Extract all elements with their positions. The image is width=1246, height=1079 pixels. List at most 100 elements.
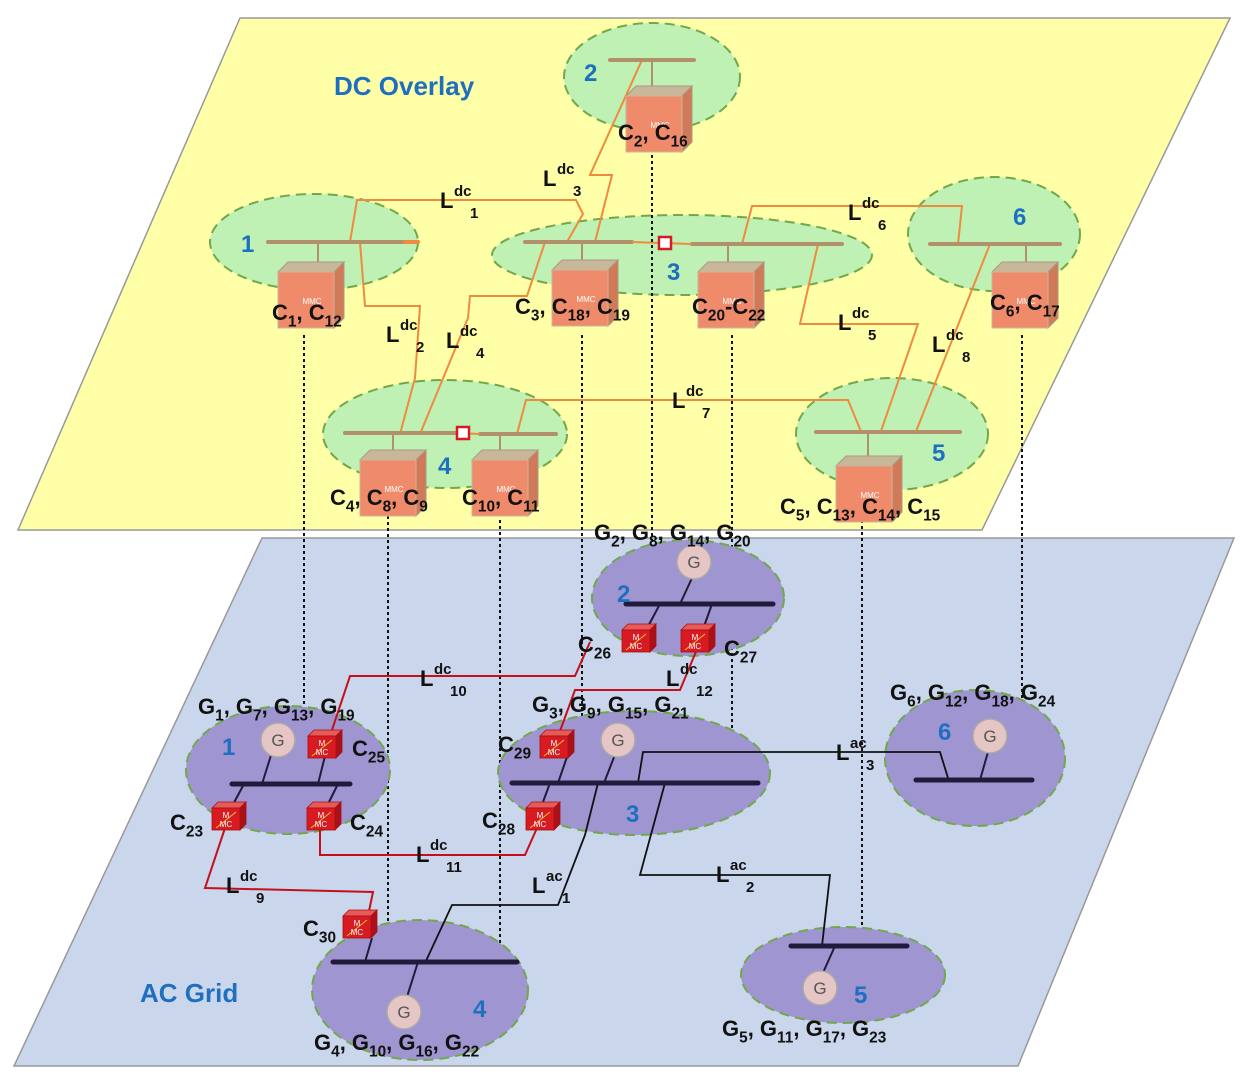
svg-text:M: M (318, 811, 325, 820)
svg-text:MC: MC (689, 642, 702, 651)
generator-label: G1, G7, G13, G19 (198, 694, 355, 725)
dc-converter-label: C3, C18, C19 (515, 294, 630, 325)
dc-line-10 (327, 641, 591, 743)
ac-mmc-box: MMC (525, 801, 561, 831)
ac-converter-label: C28 (482, 808, 515, 839)
svg-text:1: 1 (562, 890, 570, 907)
svg-text:5: 5 (868, 327, 876, 344)
ac-converter-label: C23 (170, 810, 203, 841)
mmc-front-face (359, 459, 417, 517)
dc-overlay-title: DC Overlay (334, 71, 475, 101)
ac-converter-label: C26 (578, 632, 611, 663)
svg-text:dc: dc (400, 317, 418, 334)
svg-text:dc: dc (686, 383, 704, 400)
generator-icon: G (802, 970, 838, 1006)
breaker-area-3 (657, 235, 673, 251)
ac-converter-label: C30 (303, 916, 336, 947)
svg-text:7: 7 (702, 405, 710, 422)
svg-text:L: L (666, 666, 679, 691)
dc-mmc-box: MMC (990, 260, 1060, 330)
svg-text:M: M (633, 633, 640, 642)
svg-text:MC: MC (220, 820, 233, 829)
ac-converter-label: C25 (352, 736, 385, 767)
svg-text:dc: dc (852, 305, 870, 322)
mmc-front-face (697, 271, 755, 329)
mmc-text: MMC (650, 121, 669, 130)
mmc-front-face (991, 271, 1049, 329)
svg-text:L: L (440, 188, 453, 213)
svg-text:dc: dc (460, 323, 478, 340)
svg-text:dc: dc (946, 327, 964, 344)
generator-icon: G (600, 722, 636, 758)
svg-text:L: L (446, 328, 459, 353)
dc-area-2-number: 2 (584, 60, 597, 87)
mmc-top-face (990, 261, 1060, 273)
dc-line-7 (516, 399, 863, 435)
dc-mmc-box: MMC (276, 260, 346, 330)
dc-converter-label: C5, C13, C14, C15 (780, 494, 941, 525)
svg-text:L: L (416, 842, 429, 867)
mmc-front-face (277, 271, 335, 329)
ac-grid-title: AC Grid (140, 978, 238, 1008)
dc-area-6-number: 6 (1013, 204, 1026, 231)
svg-text:8: 8 (962, 349, 970, 366)
dc-line-5 (798, 243, 920, 435)
mmc-text: MMC (302, 297, 321, 306)
generator-label: G4, G10, G16, G22 (314, 1030, 479, 1061)
svg-text:M: M (319, 739, 326, 748)
svg-text:MC: MC (630, 642, 643, 651)
dc-converter-label: C2, C16 (618, 120, 688, 151)
dc-area-1-number: 1 (241, 231, 254, 258)
svg-text:G: G (813, 979, 826, 998)
svg-text:L: L (848, 200, 861, 225)
mmc-top-face (276, 261, 346, 273)
dc-mmc-box: MMC (358, 448, 428, 518)
svg-text:ac: ac (730, 857, 747, 874)
svg-text:MC: MC (351, 928, 364, 937)
svg-text:2: 2 (746, 879, 754, 896)
svg-text:dc: dc (454, 183, 472, 200)
mmc-front-face (835, 465, 893, 523)
dc-mmc-box: MMC (696, 260, 766, 330)
svg-text:1: 1 (470, 205, 478, 222)
generator-icon: G (386, 994, 422, 1030)
dc-mmc-box: MMC (624, 84, 694, 154)
svg-text:L: L (932, 332, 945, 357)
drop-c30 (364, 937, 373, 963)
dc-buses (266, 58, 1062, 436)
mmc-text: MMC (496, 485, 515, 494)
dc-line-2 (359, 241, 422, 435)
ac-mmc-box: MMC (621, 623, 657, 653)
dc-converter-label: C4, C8, C9 (330, 485, 428, 516)
dc-line-1 (349, 199, 585, 243)
svg-text:L: L (716, 862, 729, 887)
svg-text:9: 9 (256, 890, 264, 907)
dc-lines (349, 59, 991, 435)
dc-couplers (455, 235, 693, 441)
svg-text:L: L (386, 322, 399, 347)
svg-text:L: L (672, 388, 685, 413)
ac-mmc-box: MMC (539, 729, 575, 759)
mmc-top-face (624, 85, 694, 97)
mmc-top-face (834, 455, 904, 467)
drop-g6 (979, 751, 989, 781)
svg-text:dc: dc (557, 161, 575, 178)
ac-area-numbers: 1 2 3 4 5 6 (222, 581, 951, 1023)
